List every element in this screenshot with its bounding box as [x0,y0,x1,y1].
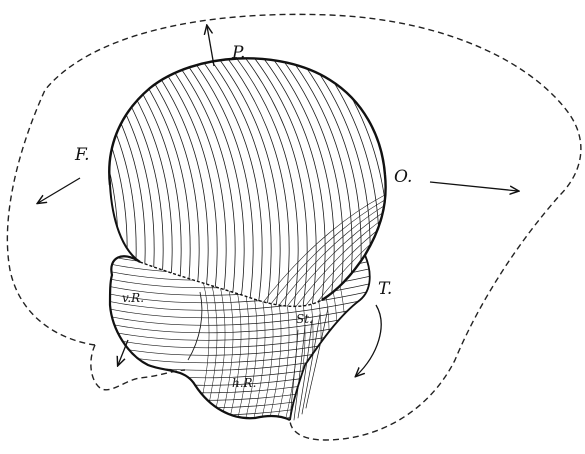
inner-dashed-contour [91,345,185,390]
arrow-o [430,182,518,191]
arrow-p [207,26,214,66]
label-st: St. [296,312,313,326]
label-vr: v.R. [122,291,144,305]
arrow-t [356,305,381,376]
label-hr: h.R. [232,376,256,390]
label-t: T. [378,279,392,299]
label-f: F. [74,145,90,165]
label-o: O. [394,167,412,187]
hemisphere-hatching [0,40,537,320]
label-p: P. [231,43,245,63]
hemisphere-outline [109,58,385,300]
lower-lobes-hatching [90,244,380,430]
arrow-f [38,178,80,203]
lobe-divide [188,292,202,360]
